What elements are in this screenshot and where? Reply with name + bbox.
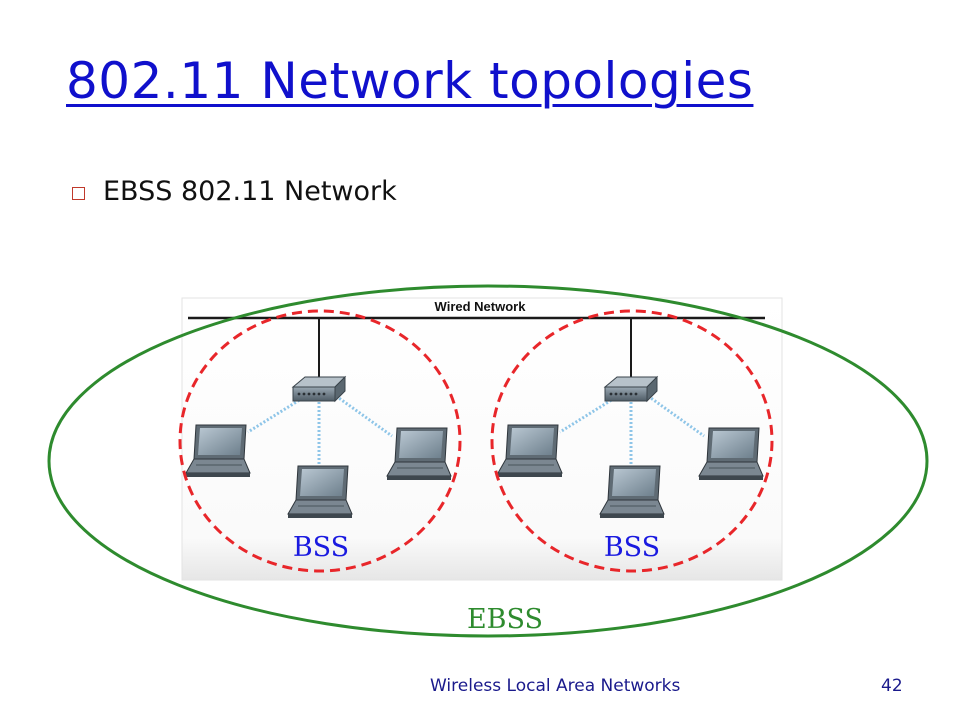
laptop-icon — [698, 427, 764, 481]
slide-title: 802.11 Network topologies — [66, 52, 754, 110]
laptop-icon — [287, 465, 353, 519]
ebss-ellipse — [47, 284, 929, 638]
wired-network-label: Wired Network — [435, 299, 527, 314]
bss-circle-right — [490, 309, 774, 573]
bss-circle-left — [178, 309, 462, 573]
bullet-item: EBSS 802.11 Network — [72, 176, 397, 207]
laptop-icon — [599, 465, 665, 519]
laptop-icon — [497, 424, 563, 478]
bss-label-right: BSS — [604, 532, 660, 563]
laptop-icon — [386, 427, 452, 481]
wireless-links-left — [247, 394, 393, 468]
page-number: 42 — [881, 676, 903, 696]
ebss-label: EBSS — [467, 604, 543, 635]
footer-course-title: Wireless Local Area Networks — [430, 676, 681, 696]
bss-label-left: BSS — [293, 532, 349, 563]
laptop-icon — [185, 424, 251, 478]
bullet-text: EBSS 802.11 Network — [103, 176, 397, 207]
access-point-icon — [604, 376, 658, 402]
diagram-panel — [181, 297, 783, 581]
square-bullet-icon — [72, 187, 85, 200]
wireless-links-right — [559, 394, 705, 468]
access-point-icon — [292, 376, 346, 402]
